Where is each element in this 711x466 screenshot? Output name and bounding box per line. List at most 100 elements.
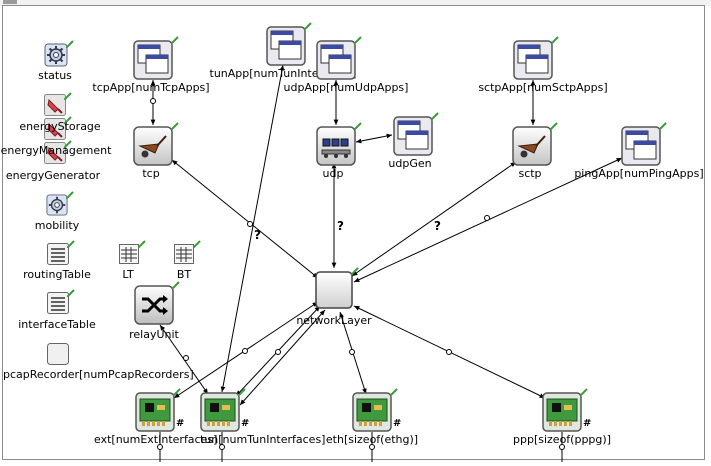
- network-card-icon: [200, 392, 240, 432]
- node-label: eth[sizeof(ethg)]: [325, 433, 419, 446]
- table-icon: [47, 292, 69, 314]
- pin-icon: [354, 122, 362, 130]
- pin-icon: [171, 122, 179, 130]
- app-window-icon: [266, 26, 306, 66]
- app-window-icon: [621, 126, 661, 166]
- node-label: ext[numExtInterfaces]: [94, 433, 218, 446]
- gate-dot: [484, 215, 490, 221]
- gate-dot: [446, 349, 452, 355]
- node-udp[interactable]: [316, 126, 356, 166]
- node-status[interactable]: [44, 43, 68, 67]
- gate-dot: [369, 444, 375, 450]
- gear-icon: [46, 194, 68, 216]
- node-tcp[interactable]: [133, 126, 173, 166]
- node-label: tun[numTunInterfaces]: [200, 433, 326, 446]
- unconnected-gate-marker: ?: [337, 219, 344, 233]
- pin-icon: [67, 289, 75, 297]
- vector-marker: #: [583, 418, 592, 429]
- app-window-icon: [133, 40, 173, 80]
- toolbar-marker: [3, 0, 17, 4]
- network-card-icon: [542, 392, 582, 432]
- node-eth-interface[interactable]: [352, 392, 392, 432]
- vector-marker: #: [241, 418, 250, 429]
- node-ext-interface[interactable]: [135, 392, 175, 432]
- pin-icon: [580, 388, 588, 396]
- node-interface-table[interactable]: [47, 292, 69, 314]
- vector-marker: #: [176, 418, 185, 429]
- wheelbarrow-icon: [133, 126, 173, 166]
- switch-icon: [134, 285, 174, 325]
- pin-icon: [659, 122, 667, 130]
- queue-icon: [316, 126, 356, 166]
- node-label: LT: [122, 268, 134, 281]
- gate-dot: [157, 444, 163, 450]
- node-mobility[interactable]: [46, 194, 68, 216]
- wheelbarrow-icon: [512, 126, 552, 166]
- node-energy-generator[interactable]: [44, 142, 66, 164]
- node-lt[interactable]: [119, 244, 139, 264]
- node-relay-unit[interactable]: [134, 285, 174, 325]
- gate-dot: [242, 348, 248, 354]
- app-window-icon: [513, 40, 553, 80]
- pin-icon: [304, 22, 312, 30]
- gate-dot: [183, 355, 189, 361]
- node-label: status: [38, 69, 72, 82]
- gear-icon: [44, 43, 68, 67]
- node-label: BT: [176, 268, 192, 281]
- node-label: udpGen: [388, 157, 432, 170]
- node-bt[interactable]: [174, 244, 194, 264]
- pin-icon: [354, 36, 362, 44]
- unconnected-gate-marker: ?: [434, 219, 441, 233]
- node-label: pcapRecorder[numPcapRecorders]: [3, 368, 194, 381]
- pin-icon: [173, 388, 181, 396]
- node-energy-storage[interactable]: [44, 94, 66, 116]
- node-energy-management[interactable]: [44, 118, 66, 140]
- node-sctp[interactable]: [512, 126, 552, 166]
- node-sctp-app[interactable]: [513, 40, 553, 80]
- gate-dot: [247, 221, 253, 227]
- node-udp-app[interactable]: [316, 40, 356, 80]
- node-ppp-interface[interactable]: [542, 392, 582, 432]
- module-icon: [315, 271, 353, 309]
- node-label: udpApp[numUdpApps]: [283, 81, 409, 94]
- battery-icon: [44, 94, 66, 116]
- network-card-icon: [352, 392, 392, 432]
- node-tun-app[interactable]: [266, 26, 306, 66]
- node-label: interfaceTable: [18, 318, 96, 331]
- pin-icon: [431, 112, 439, 120]
- app-window-icon: [393, 116, 433, 156]
- pin-icon: [66, 191, 74, 199]
- conn-network-tun-2: [239, 309, 326, 406]
- pin-icon: [67, 240, 75, 248]
- toolbar-strip: [0, 0, 711, 6]
- node-routing-table[interactable]: [47, 243, 69, 265]
- node-label: tcpApp[numTcpApps]: [92, 81, 210, 94]
- pin-icon: [193, 240, 201, 248]
- pin-icon: [138, 240, 146, 248]
- node-ping-app[interactable]: [621, 126, 661, 166]
- node-label: tcp: [142, 167, 160, 180]
- node-udp-gen[interactable]: [393, 116, 433, 156]
- gate-dot: [275, 349, 281, 355]
- grid-table-icon: [119, 244, 139, 264]
- vector-marker: #: [393, 418, 402, 429]
- node-pcap-recorder[interactable]: [47, 343, 69, 365]
- node-label: energyStorage: [19, 120, 101, 133]
- gate-dot: [219, 444, 225, 450]
- module-icon: [47, 343, 69, 365]
- network-card-icon: [135, 392, 175, 432]
- node-label: relayUnit: [129, 328, 179, 341]
- pin-icon: [351, 267, 359, 275]
- gate-dot: [349, 349, 355, 355]
- pin-icon: [64, 140, 72, 148]
- grid-table-icon: [174, 244, 194, 264]
- conn-tunapp-tun: [220, 64, 285, 393]
- node-label: udp: [322, 167, 344, 180]
- pin-icon: [390, 388, 398, 396]
- node-network-layer[interactable]: [315, 271, 353, 309]
- node-tcp-app[interactable]: [133, 40, 173, 80]
- pin-icon: [550, 122, 558, 130]
- node-tun-interface[interactable]: [200, 392, 240, 432]
